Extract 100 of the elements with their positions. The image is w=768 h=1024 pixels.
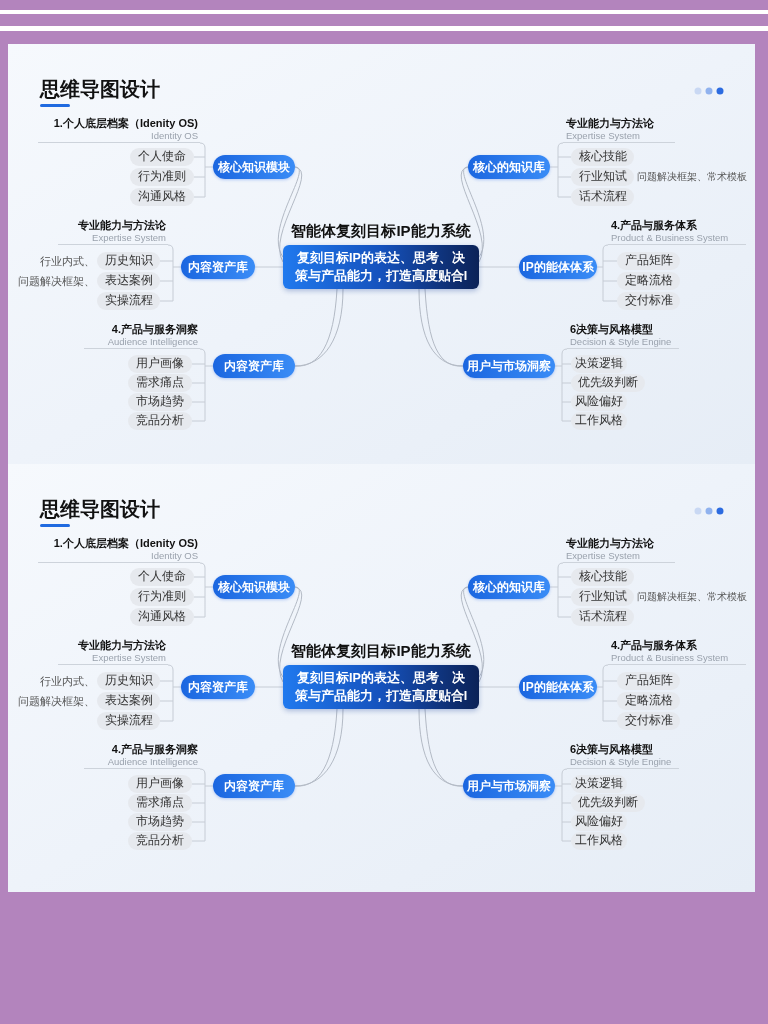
mindmap-card (8, 464, 755, 892)
bracket-line (596, 669, 604, 722)
group-heading (38, 117, 200, 143)
heading-title: 6决策与风格模型 (570, 743, 654, 756)
topic-pill: 内容资产库 (213, 354, 295, 378)
topic-pill: IP的能体体系 (519, 675, 597, 699)
subtopic-pill: 风险偏好 (571, 813, 627, 831)
subtopic-pill: 实操流程 (97, 712, 160, 730)
bracket-line (172, 669, 182, 722)
bracket-line (204, 147, 214, 198)
subtopic-pill: 产品矩阵 (617, 252, 680, 270)
subtopic-pill: 决策逻辑 (571, 355, 627, 373)
subtopic-pill: 工作风格 (571, 412, 627, 430)
group-heading (84, 323, 200, 349)
branch-curve (418, 708, 464, 787)
card-title: 思维导图设计 (40, 497, 160, 522)
side-note: 问题解决框架、常术模板 (637, 170, 747, 184)
branch-curve (277, 166, 303, 263)
heading-title: 4.产品与服务洞察 (111, 323, 198, 336)
center-title: 智能体复刻目标IP能力系统 (291, 221, 471, 241)
topic-pill: 核心知识模块 (213, 155, 295, 179)
subtopic-pill: 市场趋势 (128, 393, 192, 411)
subtopic-pill: 交付标准 (617, 712, 680, 730)
subtopic-pill: 决策逻辑 (571, 775, 627, 793)
bracket-line (204, 773, 214, 842)
subtopic-pill: 工作风格 (571, 832, 627, 850)
center-box: 复刻目标IP的表达、思考、决策与产品能力，打造高度贴合I (283, 245, 479, 289)
group-heading (608, 639, 746, 665)
topic-pill: 用户与市场洞察 (463, 774, 555, 798)
subtopic-pill: 核心技能 (571, 568, 634, 586)
subtopic-pill: 话术流程 (571, 188, 634, 206)
bracket-line (549, 567, 559, 618)
heading-subtitle: Decision & Style Engine (570, 756, 672, 768)
bracket-line (561, 348, 568, 355)
topic-pill: 核心的知识库 (468, 575, 550, 599)
bracket-line (199, 768, 206, 775)
mindmap-card (8, 44, 755, 464)
subtopic-pill: 历史知识 (97, 252, 160, 270)
subtopic-pill: 用户画像 (128, 355, 192, 373)
bracket-line (557, 562, 564, 569)
subtopic-pill: 实操流程 (97, 292, 160, 310)
bracket-line (204, 567, 214, 618)
bracket-line (167, 664, 174, 671)
heading-title: 1.个人底层档案（Idenity OS) (53, 537, 198, 550)
subtopic-pill: 市场趋势 (128, 813, 192, 831)
subtopic-pill: 沟通风格 (130, 608, 194, 626)
subtopic-pill: 定略流格 (617, 692, 680, 710)
heading-subtitle: Product & Business System (611, 652, 729, 664)
group-heading (563, 537, 675, 563)
side-note: 问题解决框架、 (18, 694, 95, 709)
subtopic-pill: 定略流格 (617, 272, 680, 290)
subtopic-pill: 行业知试 (571, 588, 634, 606)
heading-subtitle: Expertise System (92, 652, 166, 664)
subtopic-pill: 表达案例 (97, 692, 160, 710)
center-title: 智能体复刻目标IP能力系统 (291, 641, 471, 661)
subtopic-pill: 需求痛点 (128, 374, 192, 392)
group-heading (563, 117, 675, 143)
branch-curve (460, 586, 485, 683)
branch-curve (294, 288, 344, 367)
heading-subtitle: Expertise System (566, 130, 640, 142)
bracket-line (204, 353, 214, 422)
group-heading (567, 743, 679, 769)
heading-subtitle: Identity OS (151, 130, 198, 142)
topic-pill: IP的能体体系 (519, 255, 597, 279)
topic-pill: 核心的知识库 (468, 155, 550, 179)
group-heading (608, 219, 746, 245)
side-note: 问题解决框架、 (18, 274, 95, 289)
subtopic-pill: 沟通风格 (130, 188, 194, 206)
subtopic-pill: 行业知试 (571, 168, 634, 186)
bracket-line (167, 244, 174, 251)
side-note: 行业内式、 (40, 254, 95, 269)
group-heading (38, 537, 200, 563)
bracket-line (199, 142, 206, 149)
card-title: 思维导图设计 (40, 77, 160, 102)
heading-title: 专业能力与方法论 (566, 117, 654, 130)
bracket-line (199, 562, 206, 569)
heading-title: 专业能力与方法论 (566, 537, 654, 550)
bracket-line (561, 768, 568, 775)
topic-pill: 核心知识模块 (213, 575, 295, 599)
heading-subtitle: Product & Business System (611, 232, 729, 244)
subtopic-pill: 产品矩阵 (617, 672, 680, 690)
subtopic-pill: 核心技能 (571, 148, 634, 166)
heading-title: 1.个人底层档案（Idenity OS) (53, 117, 198, 130)
subtopic-pill: 交付标准 (617, 292, 680, 310)
heading-subtitle: Identity OS (151, 550, 198, 562)
branch-curve (277, 586, 303, 683)
heading-title: 4.产品与服务体系 (611, 219, 698, 232)
subtopic-pill: 竞品分析 (128, 832, 192, 850)
topic-pill: 内容资产库 (181, 675, 255, 699)
bracket-line (549, 147, 559, 198)
subtopic-pill: 需求痛点 (128, 794, 192, 812)
bracket-line (557, 142, 564, 149)
subtopic-pill: 优先级判断 (571, 374, 645, 392)
bracket-line (602, 244, 609, 251)
heading-subtitle: Expertise System (566, 550, 640, 562)
subtopic-pill: 优先级判断 (571, 794, 645, 812)
subtopic-pill: 个人使命 (130, 568, 194, 586)
heading-subtitle: Decision & Style Engine (570, 336, 672, 348)
center-box: 复刻目标IP的表达、思考、决策与产品能力，打造高度贴合I (283, 665, 479, 709)
heading-subtitle: Expertise System (92, 232, 166, 244)
